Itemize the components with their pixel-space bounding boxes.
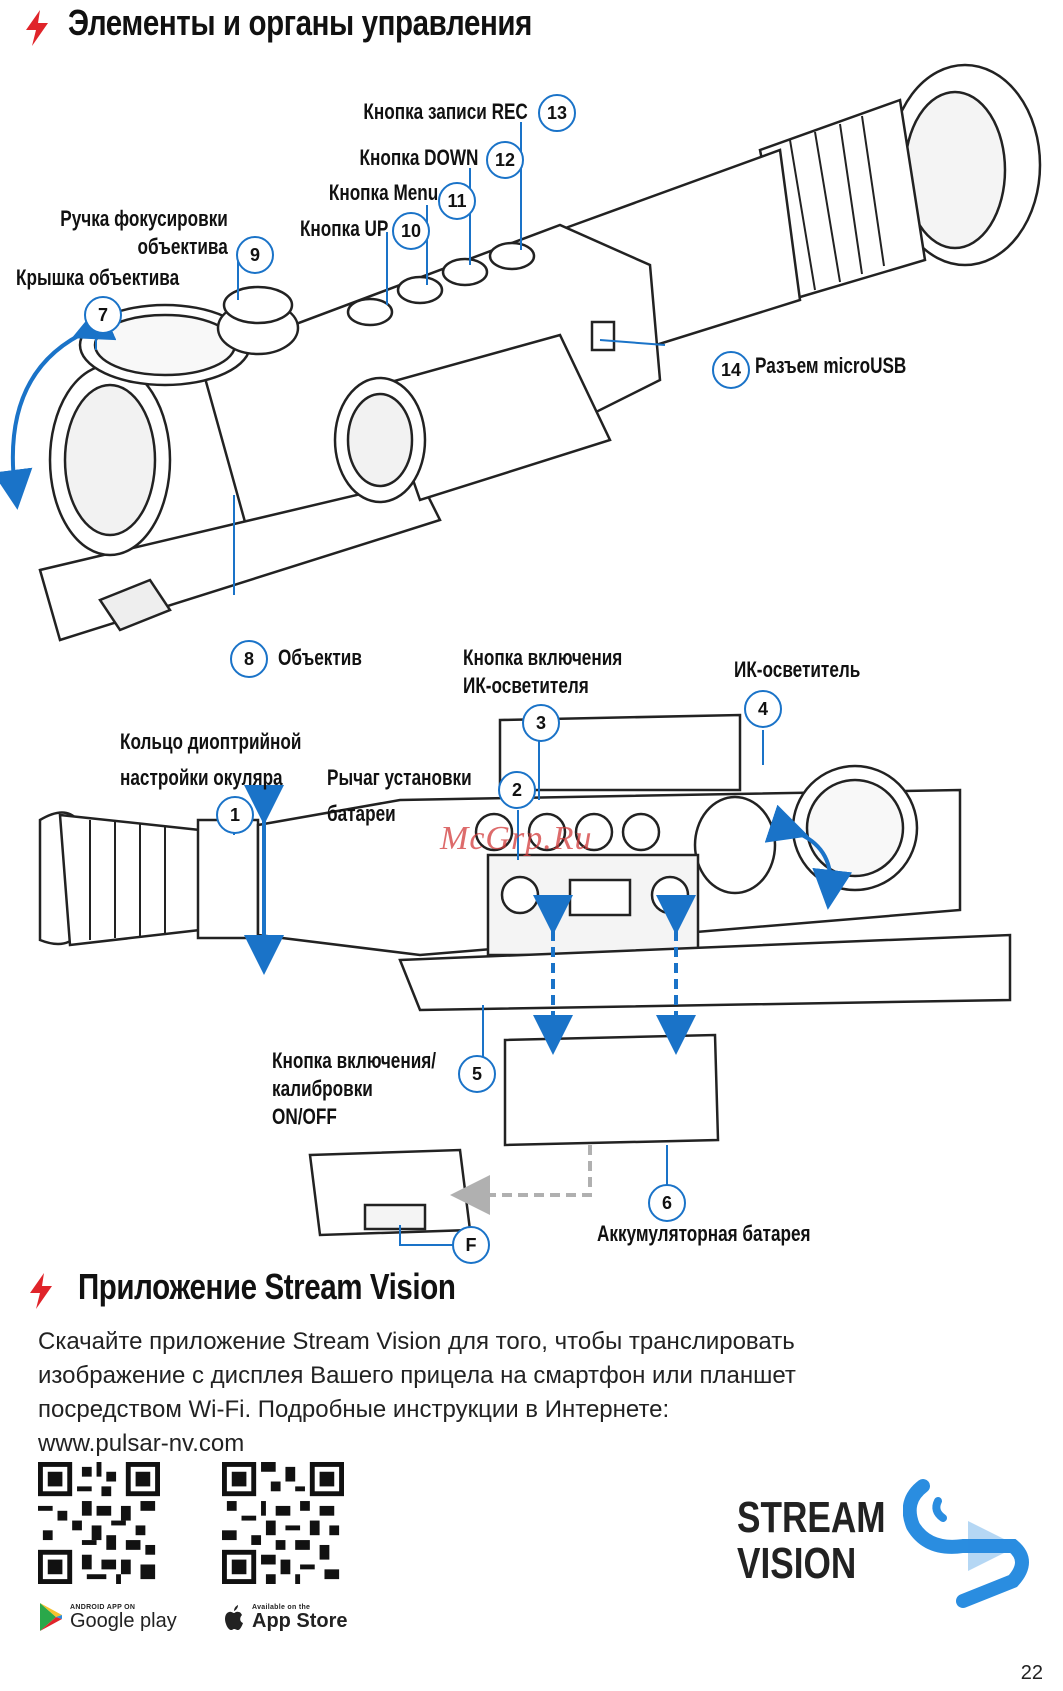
section-title-controls: Элементы и органы управления xyxy=(68,2,532,43)
google-play-big-text: Google play xyxy=(70,1609,177,1632)
callout-6-label: Аккумуляторная батарея xyxy=(597,1221,811,1246)
callout-3-label-line1: Кнопка включения xyxy=(463,645,623,670)
google-play-icon xyxy=(40,1603,62,1631)
section-title-app: Приложение Stream Vision xyxy=(78,1266,456,1307)
callout-1-label-line1: Кольцо диоптрийной xyxy=(120,729,302,754)
callout-13-number: 13 xyxy=(538,94,576,132)
diopter-ring xyxy=(196,818,260,940)
callout-3-number: 3 xyxy=(522,704,560,742)
app-store-badge[interactable]: Available on the App Store xyxy=(222,1602,348,1632)
callout-9-number: 9 xyxy=(236,236,274,274)
callout-4-number: 4 xyxy=(744,690,782,728)
page-number: 22 xyxy=(1020,1662,1043,1684)
app-store-small-text: Available on the xyxy=(252,1603,311,1611)
callout-14-label: Разъем microUSB xyxy=(755,353,907,378)
callout-2-label-line2: батареи xyxy=(327,801,396,826)
callout-3-label-line2: ИК-осветителя xyxy=(463,673,589,698)
callout-14-number: 14 xyxy=(712,351,750,389)
callout-9-label-line1: Ручка фокусировки xyxy=(60,206,228,231)
callout-5-number: 5 xyxy=(458,1055,496,1093)
stream-vision-logo-line2: VISION xyxy=(737,1539,857,1588)
google-play-small-text: ANDROID APP ON xyxy=(70,1603,136,1611)
website-link[interactable]: www.pulsar-nv.com xyxy=(38,1430,245,1457)
callout-4-label: ИК-осветитель xyxy=(734,657,861,682)
callout-1-number: 1 xyxy=(216,796,254,834)
app-description: Скачайте приложение Stream Vision для то… xyxy=(38,1325,918,1461)
callout-12-number: 12 xyxy=(486,141,524,179)
callout-1-label-line2: настройки окуляра xyxy=(120,765,283,790)
callout-8-label: Объектив xyxy=(278,645,362,670)
callout-2-label-line1: Рычаг установки xyxy=(327,765,472,790)
callout-10-label: Кнопка UP xyxy=(299,216,388,241)
lightning-bolt-icon xyxy=(30,1273,52,1309)
callout-10-number: 10 xyxy=(392,212,430,250)
callout-5-label-line1: Кнопка включения/ xyxy=(272,1048,437,1073)
app-description-line3: посредством Wi-Fi. Подробные инструкции … xyxy=(38,1396,670,1423)
callout-7-number: 7 xyxy=(84,296,122,334)
microusb-port xyxy=(590,320,616,352)
ir-block-side xyxy=(498,713,742,792)
qr-code-app-store[interactable] xyxy=(222,1462,344,1584)
qr-code-google-play[interactable] xyxy=(38,1462,160,1584)
callout-7-label: Крышка объектива xyxy=(16,265,180,290)
callout-5-label-line2: калибровки xyxy=(272,1076,373,1101)
app-description-line1: Скачайте приложение Stream Vision для то… xyxy=(38,1328,795,1355)
watermark: McGrp.Ru xyxy=(440,820,593,857)
callout-12-label: Кнопка DOWN xyxy=(359,145,478,170)
callout-2-number: 2 xyxy=(498,771,536,809)
google-play-badge[interactable]: ANDROID APP ON Google play xyxy=(38,1602,177,1632)
app-description-line2: изображение с дисплея Вашего прицела на … xyxy=(38,1362,796,1389)
callout-9-label-line2: объектива xyxy=(137,234,228,259)
lightning-bolt-icon xyxy=(26,10,48,46)
callout-f-number: F xyxy=(452,1226,490,1264)
callout-13-label: Кнопка записи REC xyxy=(363,99,528,124)
callout-11-number: 11 xyxy=(438,182,476,220)
cap-rotate-arrow xyxy=(0,303,117,510)
stream-vision-logo-line1: STREAM xyxy=(737,1493,886,1542)
app-store-big-text: App Store xyxy=(252,1609,348,1632)
battery xyxy=(503,1033,720,1147)
callout-6-number: 6 xyxy=(648,1184,686,1222)
callout-11-label: Кнопка Menu xyxy=(328,180,438,205)
callout-8-number: 8 xyxy=(230,640,268,678)
stream-vision-logo-icon xyxy=(903,1479,1029,1608)
apple-icon xyxy=(225,1605,243,1630)
callout-5-label-line3: ON/OFF xyxy=(272,1104,337,1129)
